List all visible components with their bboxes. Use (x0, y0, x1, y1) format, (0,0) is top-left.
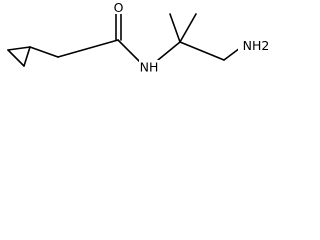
bond-methylene-to-carbonyl (57, 39, 119, 58)
ring-bond-left-bottom (7, 49, 25, 67)
bond-ch2-to-amine (223, 47, 241, 61)
amide-nh-label: NH (140, 60, 159, 75)
bond-carbonyl-to-amide-n (117, 39, 141, 63)
amide-nitrogen-atom: NH (139, 60, 159, 75)
carbonyl-double-bond (115, 11, 122, 41)
bond-methyl-left (169, 13, 181, 43)
bond-methyl-right (179, 13, 197, 43)
amine-label-background (238, 38, 275, 54)
amine-label: NH2 (243, 38, 270, 53)
amine-nitrogen-atom: NH2 (238, 38, 275, 54)
bond-ring-to-methylene (29, 46, 59, 58)
oxygen-label: O (114, 0, 124, 15)
cyclopropyl-ring (7, 46, 31, 67)
bond-amide-n-to-quaternary-carbon (157, 41, 181, 61)
oxygen-label-background (111, 1, 125, 14)
molecule-structure-diagram: O NH NH2 (7, 0, 275, 75)
ring-bond-left-top (7, 46, 31, 51)
carbonyl-oxygen-atom: O (111, 0, 125, 15)
bond-quaternary-carbon-to-ch2 (179, 41, 225, 61)
ring-bond-right (23, 46, 31, 67)
amide-nh-label-background (139, 60, 159, 74)
